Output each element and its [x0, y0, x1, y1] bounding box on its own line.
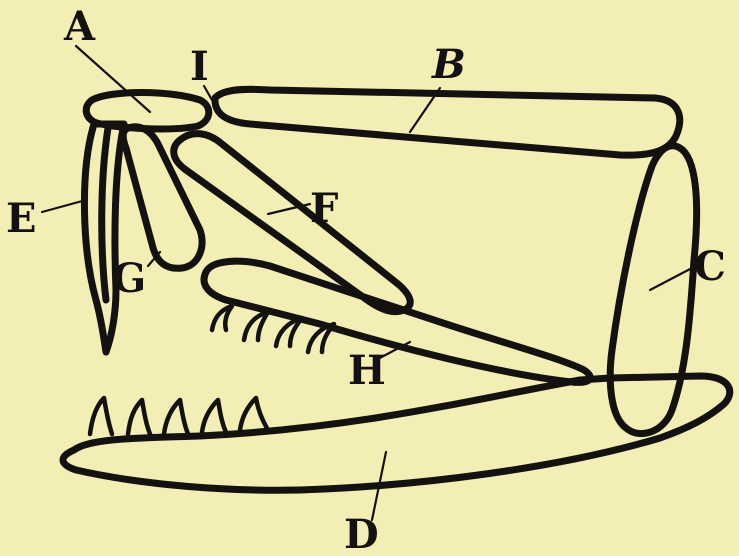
- label-a: A: [63, 3, 96, 50]
- label-i: I: [190, 43, 209, 90]
- label-d: D: [344, 511, 379, 556]
- bone-c: [610, 146, 696, 434]
- label-g: G: [112, 255, 146, 302]
- bone-b: [215, 89, 680, 155]
- label-e: E: [6, 195, 37, 242]
- upper-tooth-1: [212, 306, 232, 330]
- lower-tooth-1: [90, 398, 112, 434]
- label-b: B: [431, 41, 466, 88]
- lower-tooth-5: [240, 398, 268, 430]
- bone-f: [174, 134, 411, 312]
- leader-c: [650, 268, 692, 290]
- label-c: C: [694, 243, 726, 290]
- label-h: H: [348, 347, 386, 394]
- leader-e: [42, 200, 86, 212]
- upper-tooth-4: [308, 324, 334, 352]
- bone-e-inner: [102, 128, 108, 300]
- bone-g: [123, 127, 202, 268]
- upper-tooth-2: [244, 312, 268, 340]
- label-f: F: [310, 185, 338, 232]
- upper-tooth-3: [276, 318, 302, 346]
- lower-tooth-3: [164, 400, 188, 434]
- lower-tooth-4: [202, 400, 226, 432]
- lower-tooth-2: [128, 400, 150, 434]
